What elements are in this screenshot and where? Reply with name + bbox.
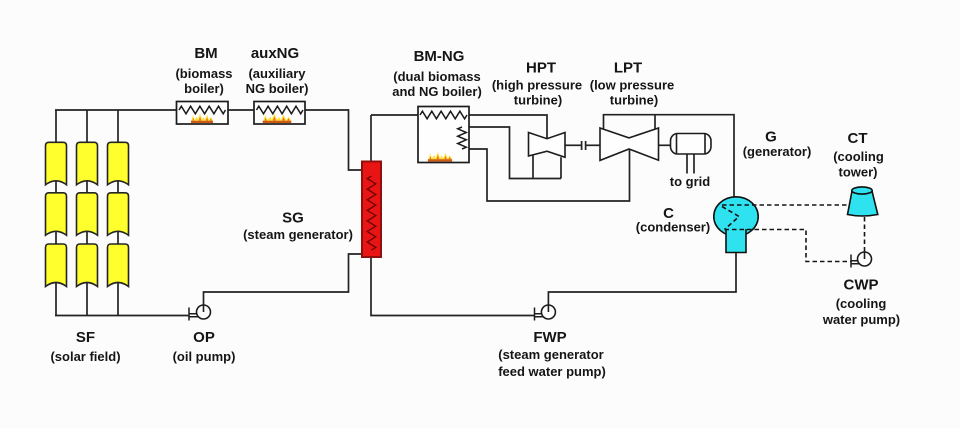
svg-text:NG boiler): NG boiler) (246, 81, 309, 96)
svg-text:FWP: FWP (533, 329, 566, 346)
svg-text:(auxiliary: (auxiliary (248, 66, 306, 81)
svg-text:feed water pump): feed water pump) (498, 364, 606, 379)
svg-text:(oil pump): (oil pump) (173, 349, 236, 364)
svg-text:water pump): water pump) (822, 312, 900, 327)
svg-text:(cooling: (cooling (836, 296, 887, 311)
svg-text:C: C (663, 205, 674, 222)
svg-text:SG: SG (282, 210, 304, 227)
svg-text:turbine): turbine) (514, 93, 562, 108)
svg-text:(dual biomass: (dual biomass (393, 69, 480, 84)
svg-text:BM: BM (194, 45, 217, 62)
svg-text:to grid: to grid (670, 174, 710, 189)
svg-text:(low pressure: (low pressure (590, 78, 675, 93)
svg-text:HPT: HPT (526, 60, 556, 77)
svg-text:BM-NG: BM-NG (414, 48, 465, 65)
svg-text:(condenser): (condenser) (636, 220, 710, 235)
svg-text:SF: SF (76, 329, 95, 346)
svg-text:LPT: LPT (614, 60, 642, 77)
svg-text:(biomass: (biomass (175, 66, 232, 81)
svg-text:boiler): boiler) (184, 81, 224, 96)
svg-text:CT: CT (848, 130, 868, 147)
svg-text:(steam generator: (steam generator (498, 347, 603, 362)
svg-text:(high pressure: (high pressure (492, 78, 582, 93)
svg-text:auxNG: auxNG (251, 45, 299, 62)
svg-text:(solar field): (solar field) (50, 349, 120, 364)
svg-text:(generator): (generator) (743, 144, 812, 159)
svg-text:OP: OP (193, 329, 215, 346)
svg-text:G: G (765, 129, 777, 146)
svg-text:turbine): turbine) (610, 93, 658, 108)
svg-text:and NG boiler): and NG boiler) (392, 84, 482, 99)
svg-text:tower): tower) (839, 165, 878, 180)
svg-text:(steam generator): (steam generator) (243, 227, 353, 242)
svg-text:CWP: CWP (844, 277, 879, 294)
svg-text:(cooling: (cooling (833, 149, 884, 164)
